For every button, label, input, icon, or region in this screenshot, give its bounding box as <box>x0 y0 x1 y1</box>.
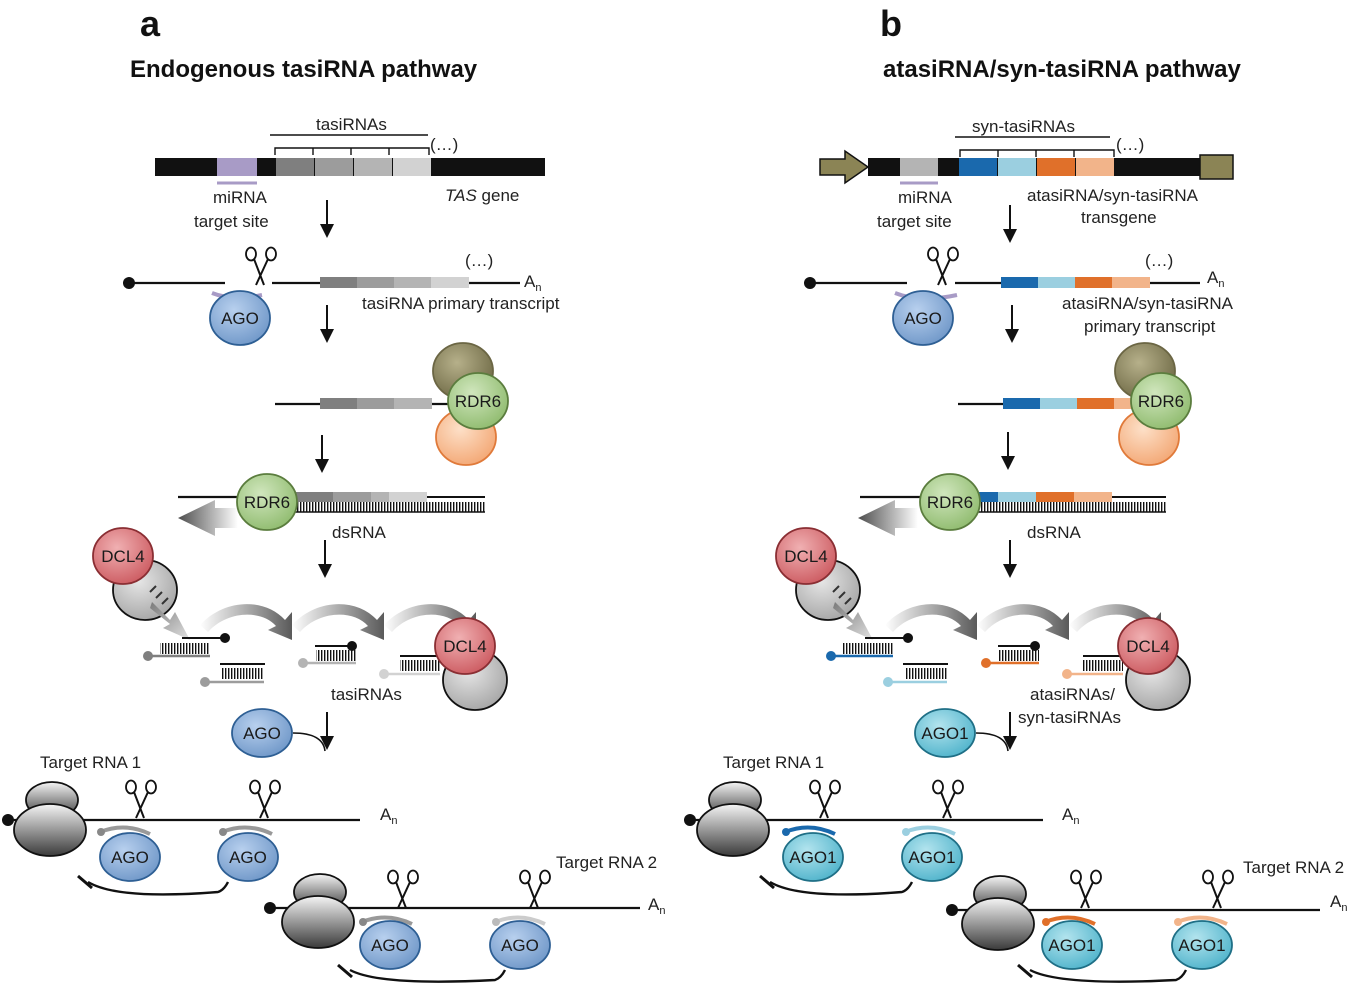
svg-text:AGO: AGO <box>243 724 281 743</box>
arrow-down-icon <box>1002 204 1018 244</box>
svg-text:RDR6: RDR6 <box>927 493 973 512</box>
target-rna-1-b: AGO1 AGO1 <box>684 779 1043 896</box>
svg-text:AGO1: AGO1 <box>908 848 955 867</box>
primary-transcript-label: tasiRNA primary transcript <box>362 294 560 313</box>
svg-text:AGO: AGO <box>371 936 409 955</box>
syn-tasirna-duplexes <box>826 633 1123 687</box>
polya-label-b3: An <box>1330 892 1347 914</box>
primary-transcript-label-b2: primary transcript <box>1084 317 1216 336</box>
polya-label-b2: An <box>1062 805 1079 827</box>
target-rna-2-label-b: Target RNA 2 <box>1243 858 1344 877</box>
processing-arrows-b <box>885 604 1161 640</box>
tasirnas-label: tasiRNAs <box>331 685 402 704</box>
ellipsis-label-b2: (…) <box>1145 251 1173 270</box>
arrow-down-icon <box>317 539 333 579</box>
tasirna-bracket <box>270 134 430 155</box>
ago-loading: AGO <box>231 708 326 758</box>
svg-text:AGO: AGO <box>904 309 942 328</box>
tasirna-primary-transcript <box>123 277 520 300</box>
tas-gene-label: TAS gene <box>445 186 519 205</box>
ago1-loading: AGO1 <box>914 708 1009 758</box>
polya-label-2: An <box>380 805 397 827</box>
dsrna-label-b: dsRNA <box>1027 523 1082 542</box>
dcl4-protein-2: DCL4 <box>434 617 508 711</box>
polya-label-b: An <box>1207 268 1224 290</box>
scissors-icon <box>927 246 959 286</box>
dcl4-protein-b2: DCL4 <box>1117 617 1191 711</box>
dsrna: RDR6 <box>178 473 485 536</box>
target-site-label: target site <box>194 212 269 231</box>
svg-text:AGO1: AGO1 <box>789 848 836 867</box>
syn-primary-transcript <box>804 277 1200 301</box>
panel-b-title: atasiRNA/syn-tasiRNA pathway <box>883 56 1242 83</box>
arrow-down-icon <box>1000 431 1016 471</box>
target-rna-2-b: AGO1 AGO1 <box>946 869 1320 983</box>
svg-text:AGO: AGO <box>229 848 267 867</box>
svg-text:RDR6: RDR6 <box>1138 392 1184 411</box>
promoter-arrow-icon <box>819 149 870 185</box>
rdr6-complex-b: RDR6 <box>958 342 1192 466</box>
svg-text:AGO: AGO <box>501 936 539 955</box>
target-rna-1: AGO AGO <box>2 779 360 896</box>
svg-text:DCL4: DCL4 <box>1126 637 1169 656</box>
svg-text:AGO1: AGO1 <box>1048 936 1095 955</box>
mirna-label: miRNA <box>213 188 267 207</box>
svg-text:AGO: AGO <box>221 309 259 328</box>
panel-a-letter: a <box>140 3 161 44</box>
primary-transcript-label-b1: atasiRNA/syn-tasiRNA <box>1062 294 1234 313</box>
panel-b: b atasiRNA/syn-tasiRNA pathway syn-tasiR… <box>684 3 1347 983</box>
svg-text:AGO1: AGO1 <box>1178 936 1225 955</box>
products-label-b2: syn-tasiRNAs <box>1018 708 1121 727</box>
svg-text:DCL4: DCL4 <box>101 547 144 566</box>
target-rna-2-label: Target RNA 2 <box>556 853 657 872</box>
terminator-box-icon <box>1199 154 1234 180</box>
dsrna-label: dsRNA <box>332 523 387 542</box>
tasirna-duplexes <box>143 633 440 687</box>
svg-text:DCL4: DCL4 <box>443 637 486 656</box>
ago-protein-b: AGO <box>892 290 954 346</box>
dcl4-protein: DCL4 <box>92 527 190 640</box>
dcl4-protein-b: DCL4 <box>775 527 873 640</box>
transgene-label-2: transgene <box>1081 208 1157 227</box>
tas-gene <box>155 158 545 185</box>
transgene <box>819 149 1234 185</box>
processing-arrows <box>200 604 476 640</box>
dsrna-b: RDR6 <box>858 473 1166 536</box>
scissors-icon <box>245 246 277 286</box>
syn-tasirnas-bracket-label: syn-tasiRNAs <box>972 117 1075 136</box>
ellipsis-label-b: (…) <box>1116 135 1144 154</box>
panel-a: a Endogenous tasiRNA pathway tasiRNAs (…… <box>2 3 665 983</box>
arrow-down-icon <box>319 199 335 239</box>
target-rna-1-label: Target RNA 1 <box>40 753 141 772</box>
svg-text:DCL4: DCL4 <box>784 547 827 566</box>
panel-b-letter: b <box>880 3 902 44</box>
target-rna-2: AGO AGO <box>264 869 640 983</box>
products-label-b1: atasiRNAs/ <box>1030 685 1115 704</box>
ago-protein: AGO <box>209 290 271 346</box>
ellipsis-label: (…) <box>430 135 458 154</box>
arrow-down-icon <box>319 304 335 344</box>
mirna-label-b: miRNA <box>898 188 952 207</box>
syn-tasirna-bracket <box>955 136 1115 157</box>
svg-text:AGO: AGO <box>111 848 149 867</box>
rdr6-complex: RDR6 <box>275 342 509 466</box>
tasirnas-bracket-label: tasiRNAs <box>316 115 387 134</box>
arrow-down-icon <box>1002 539 1018 579</box>
transgene-label-1: atasiRNA/syn-tasiRNA <box>1027 186 1199 205</box>
polya-label-3: An <box>648 895 665 917</box>
panel-a-title: Endogenous tasiRNA pathway <box>130 56 478 83</box>
svg-text:RDR6: RDR6 <box>455 392 501 411</box>
arrow-down-icon <box>314 434 330 474</box>
svg-text:AGO1: AGO1 <box>921 724 968 743</box>
arrow-down-icon <box>1004 304 1020 344</box>
ellipsis-label-2: (…) <box>465 251 493 270</box>
svg-text:RDR6: RDR6 <box>244 493 290 512</box>
polya-label: An <box>524 272 541 294</box>
target-rna-1-label-b: Target RNA 1 <box>723 753 824 772</box>
target-site-label-b: target site <box>877 212 952 231</box>
